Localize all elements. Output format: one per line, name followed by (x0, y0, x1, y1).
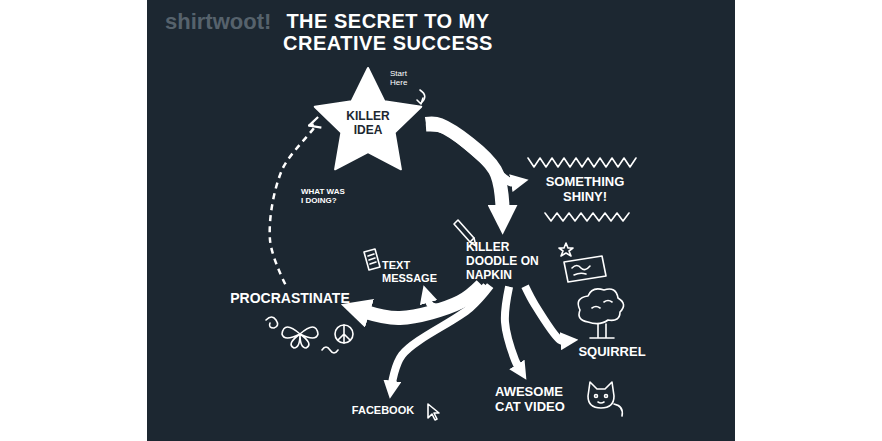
distraction-text: SQUIRREL (572, 345, 652, 360)
flow-arrow (392, 286, 490, 385)
distraction-text: SOMETHING SHINY! (535, 175, 635, 205)
cursor (428, 404, 439, 420)
napkin (564, 256, 606, 282)
procrastinate-text: PROCRASTINATE (220, 290, 360, 306)
dark-panel (147, 0, 735, 441)
tree (578, 289, 623, 338)
node-text: PROCRASTINATE (220, 290, 360, 306)
edge-label: WHAT WAS I DOING? (300, 186, 346, 206)
shiny-burst (528, 158, 636, 167)
distraction-text: FACEBOOK (343, 404, 423, 417)
node-text: SQUIRREL (572, 345, 652, 360)
flow-arrow (525, 286, 564, 341)
node-text: SOMETHING SHINY! (535, 175, 635, 205)
cat (588, 382, 622, 416)
distraction-text: AWESOME CAT VIDEO (495, 385, 575, 415)
start-arrow-head (417, 98, 423, 104)
node-text: FACEBOOK (343, 404, 423, 417)
flow-arrow (426, 127, 514, 182)
node-text: KILLER IDEA (338, 110, 398, 138)
start-note: Start Here (390, 70, 424, 88)
doodle-text: KILLER DOODLE ON NAPKIN (466, 241, 558, 282)
doodle-star (559, 243, 573, 256)
node-text: AWESOME CAT VIDEO (495, 385, 575, 415)
title: THE SECRET TO MY CREATIVE SUCCESS (273, 10, 503, 54)
flow-arrow (505, 287, 519, 368)
node-text: TEXT MESSAGE (382, 259, 438, 284)
watermark-logo: shirtwoot! (165, 10, 305, 34)
squiggle-doodle (322, 347, 338, 353)
phone (364, 249, 380, 270)
node-text: KILLER DOODLE ON NAPKIN (466, 241, 558, 282)
distraction-text: TEXT MESSAGE (382, 259, 438, 284)
spiral-doodle (266, 317, 278, 328)
idea-star: KILLER IDEA (312, 64, 424, 176)
shiny-burst (545, 213, 629, 221)
butterfly (282, 327, 318, 348)
peace-sign (335, 325, 353, 343)
